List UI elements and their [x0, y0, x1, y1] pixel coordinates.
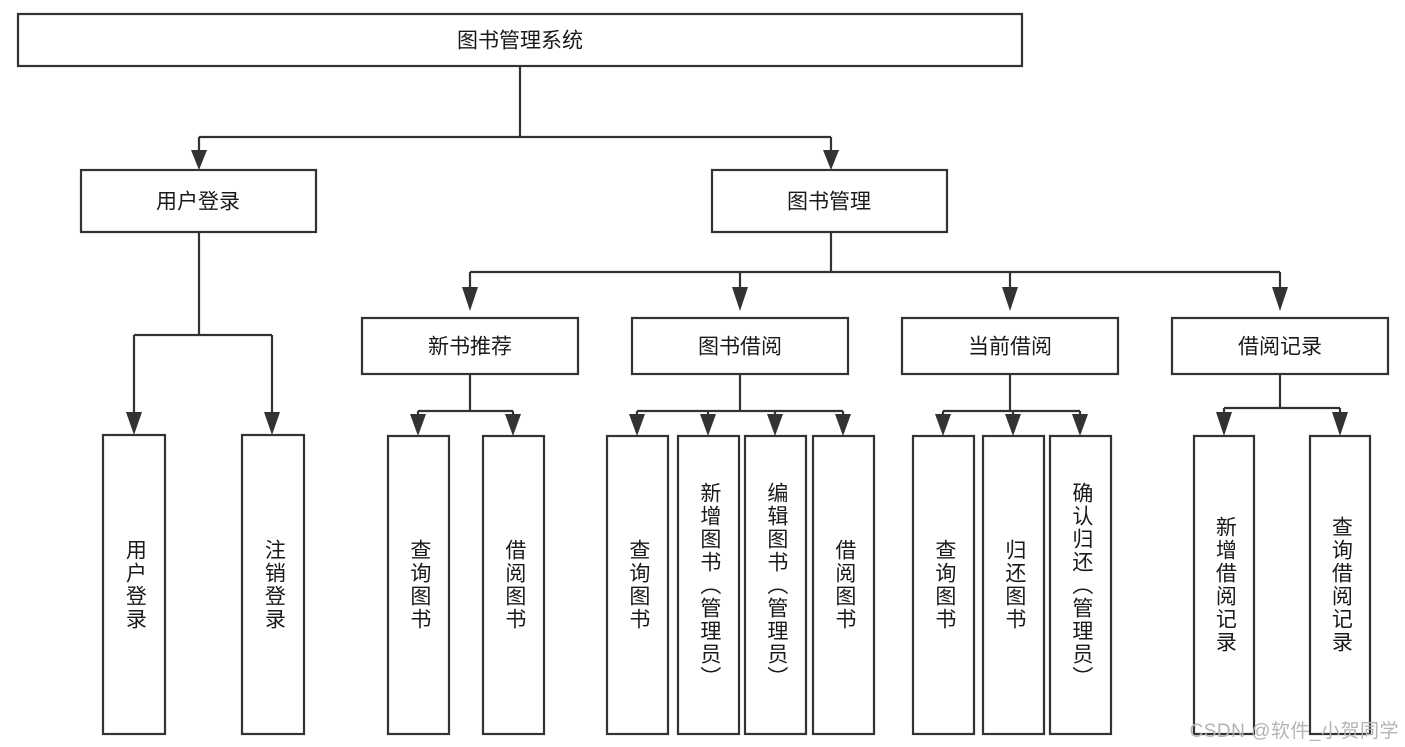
node-leaf-return-book[interactable]: [981, 434, 1046, 736]
node-module-book-management-label: 图书管理: [787, 191, 871, 214]
node-leaf-query-book-1[interactable]: [386, 434, 451, 736]
node-leaf-query-book-3[interactable]: [911, 434, 976, 736]
node-sub-book-borrow-label: 图书借阅: [698, 336, 782, 359]
connector-current-to-leaves: [935, 374, 1088, 436]
node-sub-borrow-records-label: 借阅记录: [1238, 336, 1322, 359]
connector-root-to-modules: [191, 66, 839, 170]
node-leaf-borrow-book-1[interactable]: [481, 434, 546, 736]
node-sub-new-book-recommend-label: 新书推荐: [428, 336, 512, 359]
node-leaf-add-book-admin[interactable]: [676, 434, 741, 736]
watermark-text: CSDN @软件_小贺同学: [1189, 721, 1399, 742]
connector-userlogin-to-leaves: [126, 232, 280, 435]
node-leaf-query-book-2[interactable]: [605, 434, 670, 736]
node-leaf-confirm-return-admin[interactable]: [1048, 434, 1113, 736]
node-module-user-login[interactable]: 用户登录: [79, 168, 318, 234]
connector-records-to-leaves: [1216, 374, 1348, 436]
node-sub-current-borrow-label: 当前借阅: [968, 336, 1052, 359]
node-leaf-add-borrow-record[interactable]: [1192, 434, 1256, 736]
node-root-label: 图书管理系统: [457, 30, 583, 53]
node-leaf-query-borrow-record[interactable]: [1308, 434, 1372, 736]
node-sub-borrow-records[interactable]: 借阅记录: [1170, 316, 1390, 376]
node-sub-book-borrow[interactable]: 图书借阅: [630, 316, 850, 376]
node-leaf-edit-book-admin[interactable]: [743, 434, 808, 736]
node-sub-new-book-recommend[interactable]: 新书推荐: [360, 316, 580, 376]
node-module-book-management[interactable]: 图书管理: [710, 168, 949, 234]
connector-borrow-to-leaves: [629, 374, 851, 436]
node-leaf-user-login[interactable]: [101, 433, 167, 736]
leaf-boxes: [101, 433, 1372, 736]
node-leaf-logout[interactable]: [240, 433, 306, 736]
node-module-user-login-label: 用户登录: [156, 191, 240, 214]
node-root[interactable]: 图书管理系统: [16, 12, 1024, 68]
connector-bookmgmt-to-submodules: [462, 232, 1288, 311]
node-leaf-borrow-book-2[interactable]: [811, 434, 876, 736]
node-sub-current-borrow[interactable]: 当前借阅: [900, 316, 1120, 376]
connector-newbooks-to-leaves: [410, 374, 521, 436]
